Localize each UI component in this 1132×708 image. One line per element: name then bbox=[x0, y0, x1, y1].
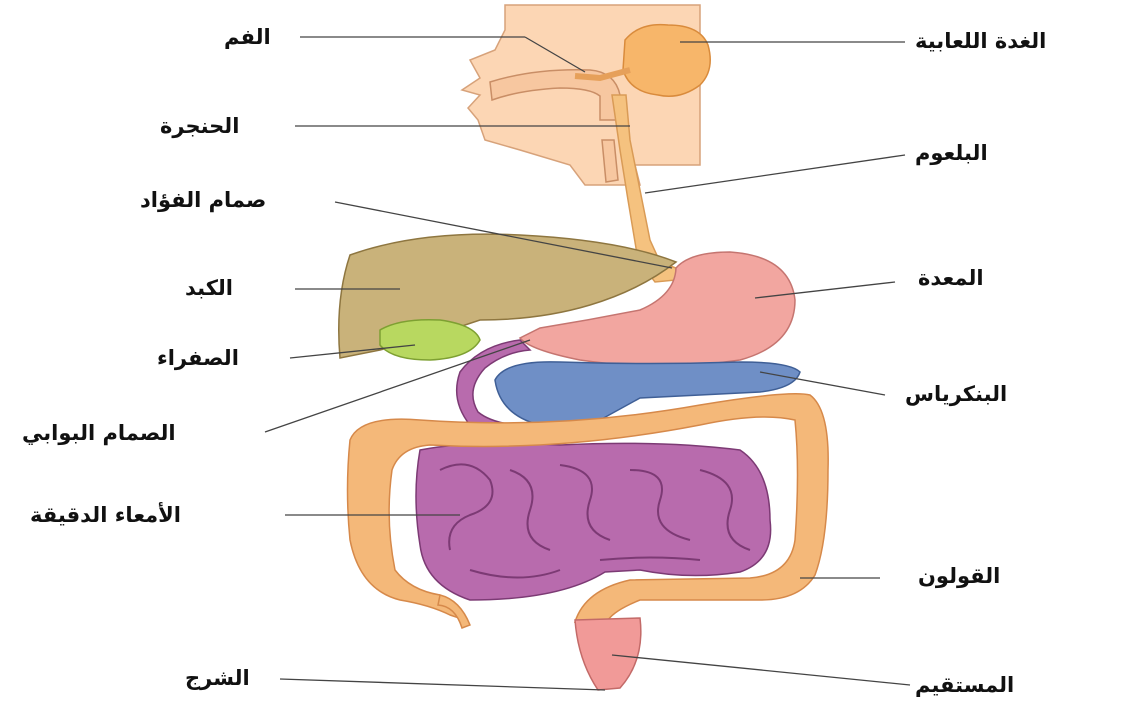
label-anus: الشرج bbox=[185, 668, 250, 689]
label-colon: القولون bbox=[918, 566, 1000, 587]
salivary-gland-shape bbox=[623, 25, 710, 97]
label-cardiac-sphincter: صمام الفؤاد bbox=[140, 190, 266, 211]
label-salivary-gland: الغدة اللعابية bbox=[915, 31, 1046, 52]
label-pancreas: البنكرياس bbox=[905, 384, 1007, 405]
label-rectum: المستقيم bbox=[915, 675, 1014, 696]
label-pyloric-sphincter: الصمام البوابي bbox=[22, 423, 176, 444]
label-gallbladder: الصفراء bbox=[157, 348, 239, 369]
gallbladder-shape bbox=[380, 320, 480, 360]
label-mouth: الفم bbox=[224, 27, 271, 48]
leader-rectum bbox=[612, 655, 910, 685]
label-stomach: المعدة bbox=[918, 268, 984, 289]
label-pharynx: البلعوم bbox=[915, 143, 988, 164]
leader-anus bbox=[280, 679, 605, 690]
rectum-shape bbox=[575, 618, 641, 690]
label-small-intestine: الأمعاء الدقيقة bbox=[30, 505, 181, 526]
label-liver: الكبد bbox=[185, 278, 233, 299]
small-intestine-shape bbox=[416, 443, 771, 600]
label-larynx: الحنجرة bbox=[160, 116, 239, 137]
